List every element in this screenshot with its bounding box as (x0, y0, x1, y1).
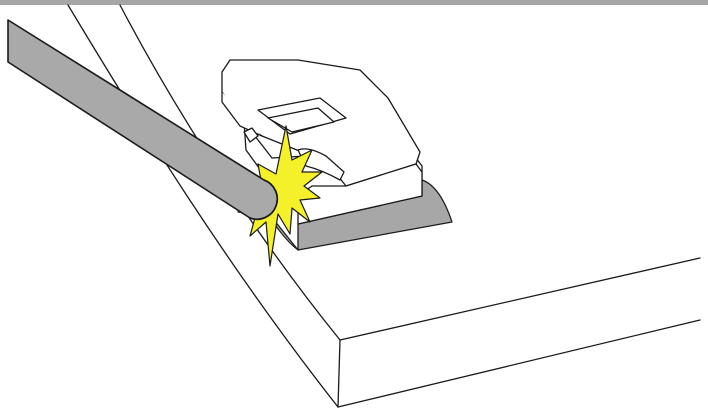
slab-side-left-edge (67, 4, 339, 408)
pry-tool (7, 19, 278, 221)
slab-corner-edge (337, 339, 341, 408)
slab-top-front-edge (339, 257, 701, 341)
clip-body (221, 59, 423, 251)
pry-tool-tip-edge (249, 179, 278, 221)
slab-bottom-front-edge (337, 319, 701, 408)
clip-window-inner (267, 107, 335, 133)
clip-side-notch (243, 127, 259, 143)
header-bar (0, 0, 708, 5)
